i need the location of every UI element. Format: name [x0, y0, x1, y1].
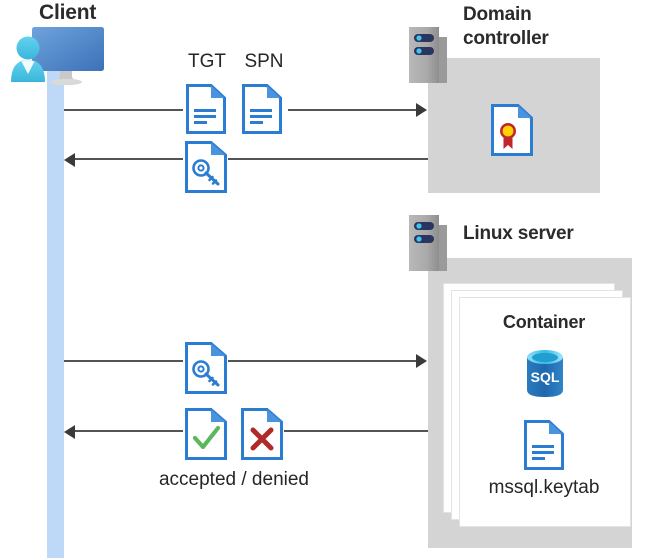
svg-text:SQL: SQL — [531, 369, 560, 385]
linux-server-title: Linux server — [463, 223, 574, 244]
domain-controller-title-line1: Domain — [463, 4, 532, 25]
message-1-arrow-segment-right — [288, 109, 416, 111]
tgt-document-icon — [186, 84, 226, 134]
message-4-arrow-segment-left — [75, 430, 183, 432]
sql-database-icon: SQL — [522, 348, 568, 400]
accepted-document-icon — [185, 408, 227, 460]
keytab-filename-label: mssql.keytab — [488, 477, 600, 498]
message-2-arrow-segment-left — [75, 158, 183, 160]
tgt-label: TGT — [188, 51, 226, 72]
client-title: Client — [39, 1, 97, 24]
client-lifeline — [47, 60, 64, 558]
message-2-arrow-head — [64, 153, 75, 167]
message-4-arrow-head — [64, 425, 75, 439]
message-3-arrow-head — [416, 354, 427, 368]
domain-controller-title-line2: controller — [463, 28, 549, 49]
container-title: Container — [502, 312, 586, 332]
message-3-arrow-segment-left — [64, 360, 183, 362]
spn-label: SPN — [244, 51, 284, 72]
certificate-document-icon — [491, 104, 533, 156]
spn-document-icon — [242, 84, 282, 134]
ticket-key-document-icon — [185, 141, 227, 193]
user-monitor-icon — [8, 24, 108, 88]
message-1-arrow-head — [416, 103, 427, 117]
denied-document-icon — [241, 408, 283, 460]
accepted-denied-caption: accepted / denied — [158, 469, 309, 490]
message-4-arrow-segment-right — [284, 430, 428, 432]
message-2-arrow-segment-right — [228, 158, 428, 160]
server-rack-icon — [409, 27, 447, 83]
server-rack-icon — [409, 215, 447, 271]
keytab-document-icon — [524, 420, 564, 470]
message-1-arrow-segment-left — [64, 109, 183, 111]
domain-controller-title: Domain controller — [463, 3, 633, 51]
message-3-arrow-segment-right — [228, 360, 416, 362]
container-card-front[interactable] — [459, 297, 631, 527]
ticket-key-document-icon — [185, 342, 227, 394]
